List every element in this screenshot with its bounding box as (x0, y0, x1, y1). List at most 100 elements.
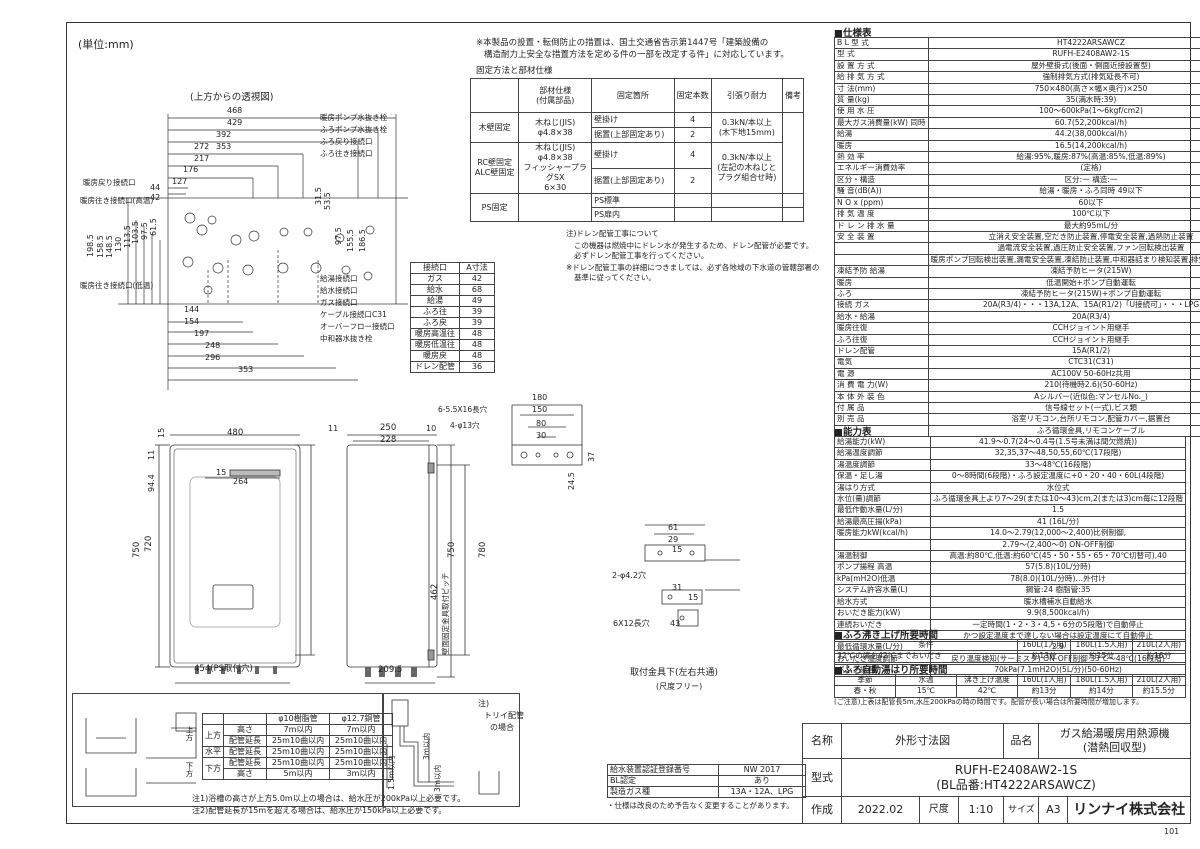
bracket-dim-150: 150 (532, 405, 548, 414)
row-value: (定格) (927, 162, 1200, 175)
bb-caption: 取付金具下(左右共通) (630, 668, 719, 678)
pipe-side: 上方 (202, 724, 224, 747)
row-value: 信号線セット(一式),ビス類 (927, 401, 1200, 415)
tb-scale-label: 尺度 (918, 796, 959, 824)
table-row: ふろ循環金具,リモコンケーブル (834, 424, 1200, 438)
row-label: おいだき能力(kW) (833, 607, 932, 620)
page-number: 101 (1164, 827, 1180, 836)
table-row: 2.79〜(2,400〜0) ON-OFF制御 (833, 538, 1186, 552)
row-label: 付 属 品 (834, 401, 929, 415)
front-dim-11: 11 (147, 449, 156, 460)
a-row-value: 42 (459, 273, 495, 285)
trap-dim-2: 1.5m以内 (387, 755, 396, 790)
unit-label: (単位:mm) (78, 38, 134, 51)
bracket-dim-24-5: 24.5 (567, 472, 576, 490)
row-value: 60.7(52,200kcal/h) (927, 116, 1200, 130)
row-label: システム許容水量(L) (833, 584, 932, 597)
row-value: 16.5(14,200kcal/h) (927, 139, 1200, 153)
pipe-side-top: 上方 (185, 726, 194, 741)
cert-label: BL認定 (607, 775, 719, 787)
table-row: 暖房低温開始+ポンプ自動運転 (834, 276, 1200, 289)
row-label: 安 全 装 置 (834, 230, 929, 244)
fill1-header: 条件 (834, 638, 1018, 652)
dim-97-5-r: 97.5 (334, 227, 343, 245)
row-value: 15A(R1/2) (927, 344, 1200, 358)
table-row: エネルギー消費効率(定格) (834, 162, 1200, 175)
bracket-dim-180: 180 (532, 393, 548, 402)
row-label: 使 用 水 圧 (834, 105, 929, 118)
row-label (833, 538, 932, 552)
cert-label: 製造ガス種 (607, 786, 719, 798)
fix-method-table: 部材仕様 (付属部品) 固定箇所 固定本数 引張り耐力 備考 木壁固定 木ねじ(… (469, 78, 804, 222)
row-value: 20A(R3/4)・・・13A,12A、15A(R1/2)「U接続可」・・・LP… (927, 299, 1200, 312)
fill1-cell: 約16分 (1131, 650, 1187, 663)
fill2-header: 季節 (834, 673, 896, 687)
bb-slot: 6X12長穴 (613, 619, 650, 628)
row-label: 暖房往復 (834, 322, 929, 335)
row-label: 湯温度調節 (833, 458, 932, 472)
dim-429: 429 (227, 118, 243, 127)
row-label: 暖房能力kW(kcal/h) (833, 527, 932, 540)
fill1-cell: 約15分 (1070, 650, 1133, 663)
trap-dim-3: 3m以内 (433, 764, 442, 792)
row-value: 暖水槽補水自動給水 (930, 595, 1186, 609)
pipe-side: 下方 (202, 757, 224, 780)
tb-model-cell: RUFH-E2408AW2-1S (BL品番:HT4222ARSAWCZ) (841, 757, 1191, 798)
pipe-note-1: 注1)浴槽の高さが上方5.0m以上の場合は、給水圧が200kPa以上必要です。 (192, 794, 466, 803)
front-dim-264: 264 (233, 477, 249, 486)
a-row-value: 68 (459, 284, 495, 296)
fix-title: 固定方法と部材仕様 (476, 66, 553, 76)
row-value: 210(待機時2.6)(50-60Hz) (927, 379, 1200, 392)
row-value: Aシルバー(近似色:マンセルNo._) (927, 390, 1200, 404)
pipe-cell: 高さ (223, 724, 267, 736)
table-row: 最低作動水量(L/分)1.5 (833, 504, 1186, 517)
fix-header: 固定本数 (673, 78, 712, 113)
a-row-port: 給湯 (410, 295, 460, 307)
drain-note-3: 必ずドレン配管工事を行ってください。 (574, 251, 709, 260)
row-value: 立消え安全装置,空だき防止装置,停電安全装置,過熱防止装置 (927, 230, 1200, 244)
fix-cell: 4 (673, 142, 712, 169)
fill2-header: 160L(1人用) (1016, 673, 1072, 687)
tb-product-value-1: ガス給湯暖房用熱源機 (1059, 726, 1170, 740)
fix-cell: 木ねじ(JIS) φ4.8×38 フィッシャープラグSX 6×30 (518, 142, 593, 194)
fill2-note: (ご注意)上表は配管長5m,水圧200kPaの時の時間です。配管が長い場合は所要… (834, 698, 1144, 706)
fill2-cell: 約15.5分 (1131, 685, 1187, 698)
row-value: 高温:約80℃,低温:約60℃(45・50・55・65・70℃切替可),40 (930, 550, 1186, 563)
table-row: 寸 法(mm)750×480(高さ×幅×奥行)×250 (834, 82, 1200, 96)
row-value: 33〜48℃(16段階) (930, 458, 1186, 472)
dim-144: 144 (184, 305, 200, 314)
label-heating-pump-drain: 暖房ポンプ水抜き栓 (320, 113, 388, 122)
drain-note-1: 注)ドレン配管工事について (566, 229, 659, 238)
row-label: 連続おいだき (833, 618, 932, 631)
bracket-bottom-drawing (644, 524, 740, 627)
row-label: N O x (ppm) (834, 196, 929, 210)
row-value: 浴室リモコン,台所リモコン,配管カバー,据置台 (927, 413, 1200, 426)
row-value: 41 (16L/分) (930, 515, 1186, 529)
front-dim-480: 480 (227, 428, 244, 438)
cert-value: 13A・12A、LPG (718, 786, 806, 798)
front-view-drawing (155, 434, 315, 684)
pipe-cell: 3m以内 (329, 768, 393, 780)
dim-127: 127 (172, 177, 188, 186)
tb-made-label: 作成 (802, 796, 842, 824)
table-row: 騒 音(dB(A))給湯・暖房・ふろ同時 49以下 (834, 185, 1200, 198)
piping-diagram (85, 712, 197, 797)
a-header-port: 接続口 (410, 262, 460, 274)
fill1-header: 210L(2人用) (1131, 638, 1187, 652)
pipe-cell: 7m以内 (266, 724, 330, 736)
row-label: 給水・給湯 (834, 310, 929, 324)
table-row: N O x (ppm)60以下 (834, 196, 1200, 210)
a-row-value: 48 (459, 328, 495, 340)
table-row: 給湯最高圧揚(kPa)41 (16L/分) (833, 515, 1186, 529)
